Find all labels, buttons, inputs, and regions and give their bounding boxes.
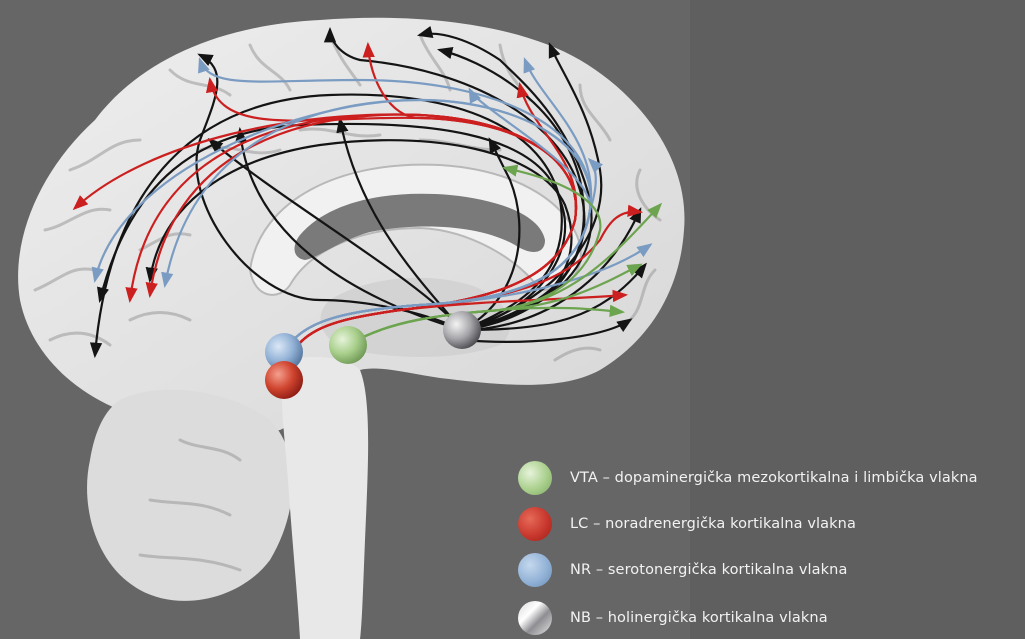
legend-label-lc: LC – noradrenergička kortikalna vlakna (570, 516, 856, 532)
legend-label-vta: VTA – dopaminergička mezokortikalna i li… (570, 470, 978, 486)
cerebellum (87, 390, 292, 601)
vta-nucleus (329, 326, 367, 364)
legend-item-nb: NB – holinergička kortikalna vlakna (518, 598, 828, 638)
legend-item-lc: LC – noradrenergička kortikalna vlakna (518, 504, 856, 544)
red-circle-icon (518, 507, 552, 541)
gray-sphere-icon (518, 601, 552, 635)
legend-item-nr: NR – serotonergička kortikalna vlakna (518, 550, 847, 590)
lc-nucleus (265, 361, 303, 399)
green-circle-icon (518, 461, 552, 495)
legend-item-vta: VTA – dopaminergička mezokortikalna i li… (518, 458, 978, 498)
nb-nucleus (443, 311, 481, 349)
legend-label-nr: NR – serotonergička kortikalna vlakna (570, 562, 847, 578)
blue-circle-icon (518, 553, 552, 587)
legend: VTA – dopaminergička mezokortikalna i li… (518, 458, 1025, 639)
legend-label-nb: NB – holinergička kortikalna vlakna (570, 610, 828, 626)
